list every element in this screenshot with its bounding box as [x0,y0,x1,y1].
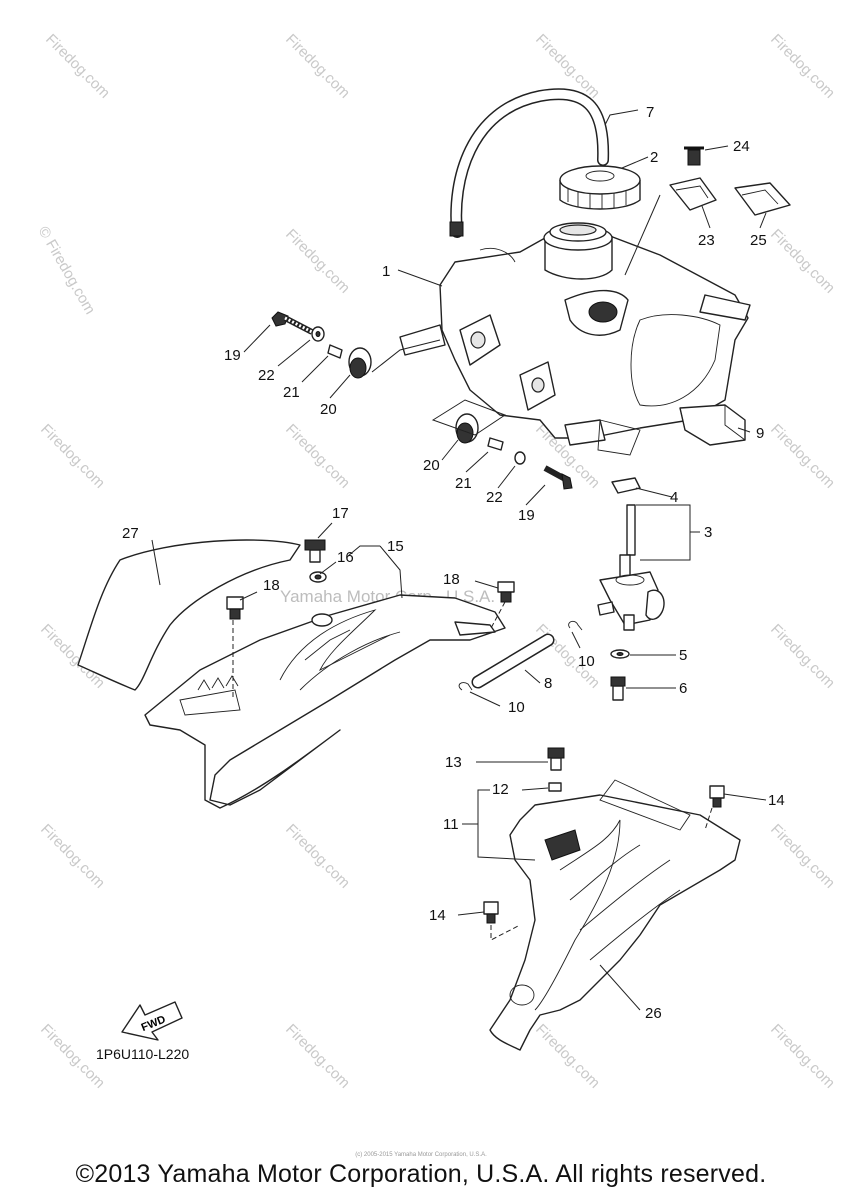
fuel-hose [458,620,583,691]
callout-21-lower: 21 [455,475,472,492]
watermark: Firedog.com [767,226,838,297]
watermark: Firedog.com [532,1021,603,1092]
exploded-view-svg: © Firedog.com Firedog.com Firedog.com Fi… [35,31,839,1092]
copyright-notice: ©2013 Yamaha Motor Corporation, U.S.A. A… [75,1160,767,1188]
callout-9: 9 [756,425,764,442]
callout-20-lower: 20 [423,457,440,474]
watermark: Firedog.com [767,821,838,892]
watermark: Firedog.com [282,421,353,492]
watermark: Firedog.com [282,31,353,102]
callout-22-lower: 22 [486,489,503,506]
callout-11: 11 [443,816,459,833]
tiny-notice: (c) 2005-2015 Yamaha Motor Corporation, … [355,1152,487,1158]
fuel-cap [559,165,641,210]
callout-12: 12 [492,781,509,798]
callout-26: 26 [645,1005,662,1022]
tank-pad [679,404,746,446]
callout-14-right: 14 [768,792,785,809]
callout-19-lower: 19 [518,507,535,524]
callout-25: 25 [750,232,767,249]
callout-15: 15 [387,538,404,555]
callout-24: 24 [733,138,750,155]
watermark: Firedog.com [282,1021,353,1092]
callout-13: 13 [445,754,462,771]
watermark: Firedog.com [767,621,838,692]
callout-5: 5 [679,647,687,664]
callout-7: 7 [646,104,654,121]
callout-14-left: 14 [429,907,446,924]
callout-27: 27 [122,525,139,542]
callout-19-upper: 19 [224,347,241,364]
leader-lines [151,109,767,1011]
tank-brackets [669,146,791,216]
callout-4: 4 [670,489,678,506]
callout-18-left: 18 [263,577,280,594]
mount-hardware-lower [455,413,573,490]
callout-2: 2 [650,149,658,166]
callout-1: 1 [382,263,390,280]
watermark: Firedog.com [282,226,353,297]
side-cover-fasteners [483,747,725,924]
watermark: Firedog.com [37,821,108,892]
callout-6: 6 [679,680,687,697]
watermark: Firedog.com [42,31,113,102]
watermark: Firedog.com [282,821,353,892]
callout-numbers: 7 2 1 24 23 25 19 22 21 20 20 21 22 19 9… [122,104,785,1022]
fuel-cock-assembly [597,477,665,701]
watermark: Firedog.com [767,421,838,492]
side-cover [489,779,741,1051]
watermark-side: © Firedog.com [35,224,99,318]
callout-22-upper: 22 [258,367,275,384]
watermark: Firedog.com [767,1021,838,1092]
tank-decal [77,539,301,691]
callout-17: 17 [332,505,349,522]
callout-16: 16 [337,549,354,566]
tank-cover [144,594,506,809]
callout-8: 8 [544,675,552,692]
callout-23: 23 [698,232,715,249]
callout-10-upper: 10 [578,653,595,670]
callout-21-upper: 21 [283,384,300,401]
cover-fasteners [226,539,515,620]
callout-20-upper: 20 [320,401,337,418]
mount-hardware-upper [271,311,372,379]
watermark: Firedog.com [37,421,108,492]
watermark: Firedog.com [767,31,838,102]
fuel-tank [399,222,751,456]
forward-arrow: FWD [121,1001,183,1041]
callout-3: 3 [704,524,712,541]
diagram-code: 1P6U110-L220 [96,1046,190,1062]
callout-10-lower: 10 [508,699,525,716]
breather-hose [449,88,610,238]
callout-18-right: 18 [443,571,460,588]
